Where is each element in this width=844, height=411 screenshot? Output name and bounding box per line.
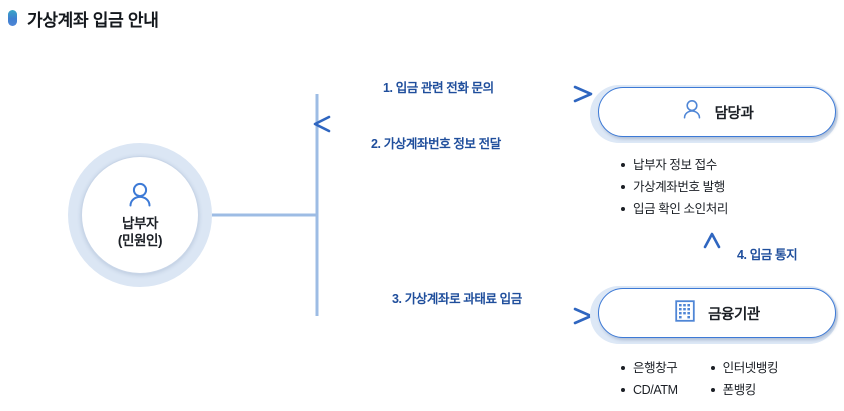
step-3-label: 3. 가상계좌로 과태료 입금 <box>392 292 522 306</box>
node-bank-body: 금융기관 <box>598 288 836 338</box>
bank-channel-lists: 은행창구 CD/ATM 인터넷뱅킹 폰뱅킹 <box>620 357 779 401</box>
node-payer-body: 납부자 (민원인) <box>81 156 199 274</box>
list-item: CD/ATM <box>620 379 678 401</box>
node-bank: 금융기관 <box>590 286 838 344</box>
person-icon <box>126 182 154 213</box>
bank-channel-list-right: 인터넷뱅킹 폰뱅킹 <box>710 357 779 401</box>
step-1-label: 1. 입금 관련 전화 문의 <box>383 81 494 95</box>
building-icon <box>674 299 696 328</box>
list-item: 납부자 정보 접수 <box>620 154 728 176</box>
title-bullet-icon <box>8 10 17 26</box>
list-item: 가상계좌번호 발행 <box>620 176 728 198</box>
step-4-label: 4. 입금 통지 <box>737 248 798 262</box>
person-icon <box>681 99 703 125</box>
list-item: 폰뱅킹 <box>710 379 779 401</box>
bank-channel-list-left: 은행창구 CD/ATM <box>620 357 678 401</box>
list-item: 은행창구 <box>620 357 678 379</box>
node-payer-label-line2: (민원인) <box>117 232 163 248</box>
arrow-step-2 <box>313 115 586 133</box>
arrow-step-4 <box>703 232 721 278</box>
node-payer: 납부자 (민원인) <box>68 143 212 287</box>
department-task-list: 납부자 정보 접수 가상계좌번호 발행 입금 확인 소인처리 <box>620 154 728 220</box>
arrow-step-3 <box>317 307 593 325</box>
node-payer-label-line1: 납부자 <box>121 215 159 231</box>
page-title: 가상계좌 입금 안내 <box>8 5 159 31</box>
list-item: 입금 확인 소인처리 <box>620 198 728 220</box>
list-item: 인터넷뱅킹 <box>710 357 779 379</box>
node-bank-label: 금융기관 <box>708 306 760 323</box>
node-department: 담당과 <box>590 85 838 143</box>
page-title-text: 가상계좌 입금 안내 <box>27 10 159 30</box>
trunk-connector <box>212 94 319 316</box>
node-department-label: 담당과 <box>714 105 754 122</box>
node-department-body: 담당과 <box>598 87 836 137</box>
step-2-label: 2. 가상계좌번호 정보 전달 <box>371 137 501 151</box>
